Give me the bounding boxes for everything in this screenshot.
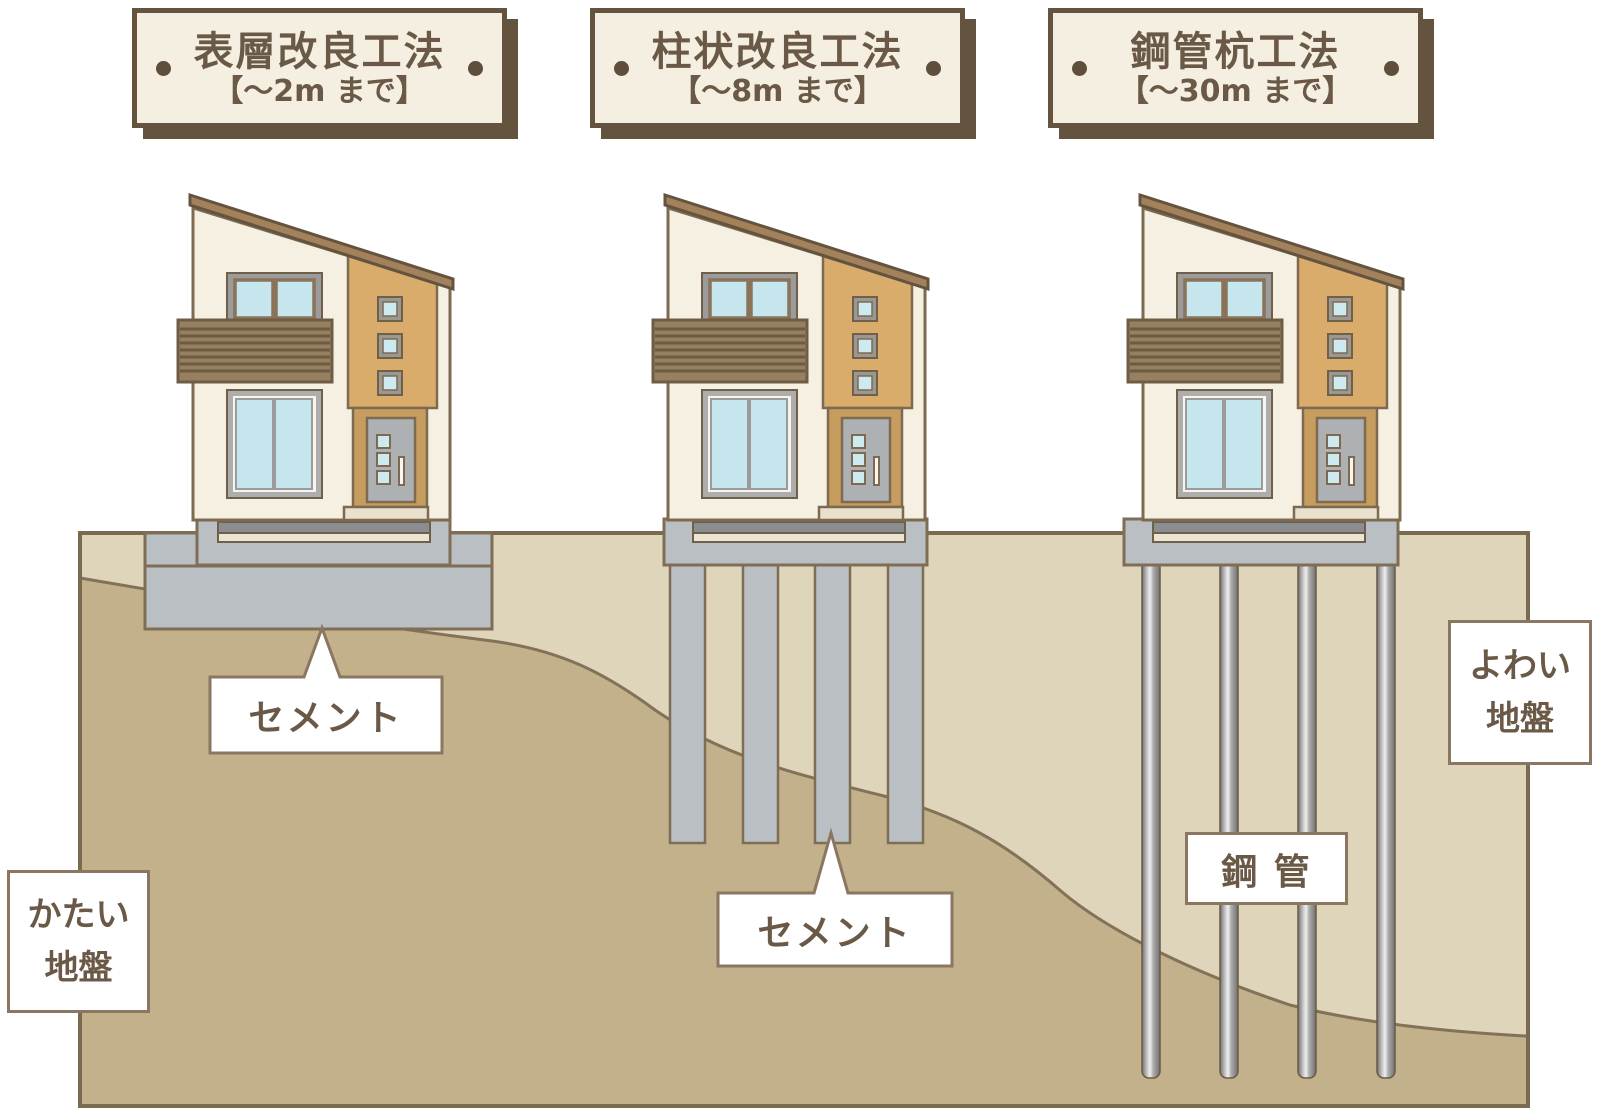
plate-text: 鋼管杭工法 【〜30m まで】: [1087, 28, 1384, 108]
hard-ground-label-line2: 地盤: [44, 947, 113, 988]
method-depth: 【〜2m まで】: [213, 73, 426, 109]
title-plate-surface-improvement: 表層改良工法 【〜2m まで】: [132, 8, 507, 128]
cement-callout-bubble-2: [716, 827, 954, 968]
steel-pipe: [1219, 559, 1239, 1079]
plate-text: 表層改良工法 【〜2m まで】: [171, 28, 468, 108]
ground-boundary-line: [79, 576, 1527, 1038]
house-3: [1126, 193, 1405, 522]
weak-ground-label-line1: よわい: [1469, 645, 1571, 686]
hard-ground-label-line1: かたい: [27, 894, 130, 935]
steel-pipe: [1376, 559, 1396, 1079]
plate-nail-dot: [614, 60, 629, 76]
plate-nail-dot: [1072, 60, 1087, 76]
plate-text: 柱状改良工法 【〜8m まで】: [629, 28, 926, 108]
cement-column: [668, 561, 707, 845]
cement-slab-wide: [143, 562, 494, 631]
hard-ground-label: かたい 地盤: [7, 870, 150, 1013]
cement-column: [741, 561, 780, 845]
steel-pipe: [1141, 559, 1161, 1079]
steel-pipe-label: 鋼 管: [1185, 832, 1348, 905]
plate-nail-dot: [156, 60, 171, 76]
floor-trim-strip: [692, 532, 906, 543]
title-plate-columnar-improvement: 柱状改良工法 【〜8m まで】: [590, 8, 965, 128]
cement-column: [886, 561, 925, 845]
floor-trim-strip: [1152, 532, 1366, 543]
house-1: [176, 193, 455, 522]
steel-pipe: [1297, 559, 1317, 1079]
foundation-steel-pipe-piles: [1122, 517, 1400, 1079]
plate-nail-dot: [468, 60, 483, 76]
method-name: 柱状改良工法: [651, 28, 904, 75]
floor-deck-bar: [1152, 521, 1366, 534]
method-name: 表層改良工法: [193, 28, 446, 75]
cement-callout-bubble-1: [208, 623, 444, 755]
weak-ground-label-line2: 地盤: [1486, 698, 1554, 739]
cement-column: [813, 561, 852, 845]
method-name: 鋼管杭工法: [1130, 28, 1341, 75]
floor-trim-strip: [217, 532, 431, 543]
plate-nail-dot: [1384, 60, 1399, 76]
house-2: [651, 193, 930, 522]
title-plate-steel-pipe-pile: 鋼管杭工法 【〜30m まで】: [1048, 8, 1423, 128]
plate-nail-dot: [926, 60, 941, 76]
weak-ground-label: よわい 地盤: [1448, 620, 1592, 765]
method-depth: 【〜8m まで】: [671, 73, 884, 109]
method-depth: 【〜30m まで】: [1118, 73, 1353, 109]
foundation-surface-improvement: [143, 517, 494, 631]
floor-deck-bar: [692, 521, 906, 534]
floor-deck-bar: [217, 521, 431, 534]
